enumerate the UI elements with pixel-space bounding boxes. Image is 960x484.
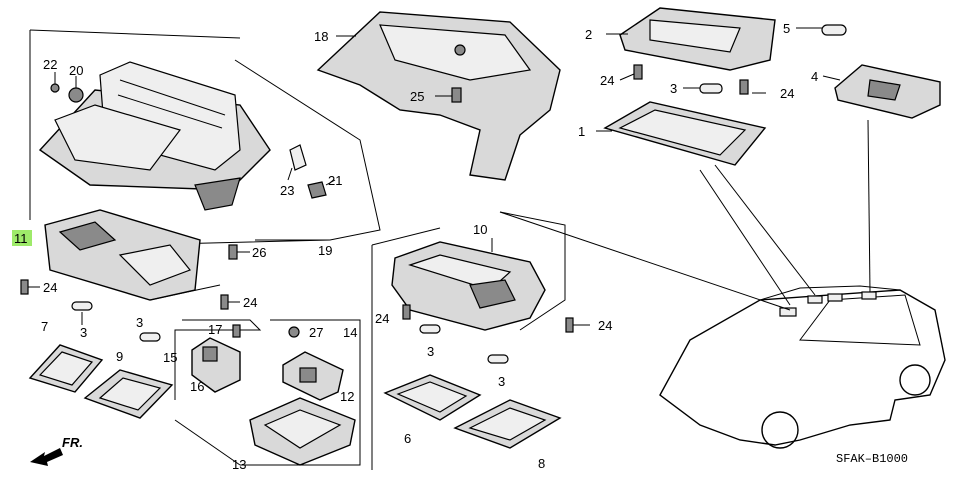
- callout-18: 18: [314, 29, 328, 44]
- lens-part-1: [603, 101, 767, 166]
- screw-part-24-left: [20, 279, 40, 295]
- bulb-part-3-b: [139, 332, 161, 342]
- socket-part-4: [834, 64, 941, 119]
- console-group-outline: [29, 29, 381, 246]
- switch-part-15: [191, 337, 241, 393]
- callout-6: 6: [404, 431, 411, 446]
- vehicle-location-illustration: [659, 285, 946, 449]
- clip-part-25: [435, 87, 462, 103]
- callout-10: 10: [473, 222, 487, 237]
- screw-part-24-d: [565, 317, 590, 333]
- callout-20: 20: [69, 63, 83, 78]
- callout-23: 23: [280, 183, 294, 198]
- console-housing-part: [38, 61, 271, 211]
- callout-27: 27: [309, 325, 323, 340]
- callout-3-e: 3: [670, 81, 677, 96]
- screw-part-24-middle: [220, 294, 240, 310]
- switch-part-12: [282, 351, 344, 401]
- clip-part-22: [50, 72, 60, 93]
- map-light-unit-part-11: [44, 209, 221, 301]
- console-unit-part-10: [391, 241, 546, 331]
- callout-15: 15: [163, 350, 177, 365]
- callout-3-b: 3: [136, 315, 143, 330]
- callout-22: 22: [43, 57, 57, 72]
- callout-4: 4: [811, 69, 818, 84]
- grommet-part-20: [68, 76, 84, 103]
- screw-part-24-c: [402, 304, 411, 320]
- diagram-reference-code: SFAK–B1000: [836, 452, 908, 466]
- lens-part-7: [28, 344, 104, 393]
- callout-7: 7: [41, 319, 48, 334]
- callout-24-left: 24: [43, 280, 57, 295]
- lens-frame-part-9: [83, 369, 174, 419]
- bulb-part-3-c: [419, 324, 441, 334]
- bulb-part-3-a: [71, 301, 93, 325]
- callout-24-middle: 24: [243, 295, 257, 310]
- clip-part-27: [288, 326, 300, 338]
- bracket-part-23: [287, 144, 307, 181]
- callout-3-c: 3: [427, 344, 434, 359]
- bulb-part-3-e: [699, 83, 723, 94]
- callout-3-a: 3: [80, 325, 87, 340]
- screw-part-24-f: [739, 79, 749, 95]
- callout-16: 16: [190, 379, 204, 394]
- leader-lines-to-vehicle: [499, 119, 871, 311]
- callout-8: 8: [538, 456, 545, 471]
- screw-part-26: [228, 244, 250, 260]
- callout-1: 1: [578, 124, 585, 139]
- spring-part-21: [307, 179, 336, 199]
- callout-leaders: [336, 27, 841, 252]
- callout-14: 14: [343, 325, 357, 340]
- callout-24-f: 24: [780, 86, 794, 101]
- group-10-outline: [371, 211, 566, 470]
- callout-21: 21: [328, 173, 342, 188]
- callout-24-d: 24: [598, 318, 612, 333]
- lens-frame-part-8: [453, 399, 562, 449]
- callout-19: 19: [318, 243, 332, 258]
- callout-26: 26: [252, 245, 266, 260]
- callout-3-d: 3: [498, 374, 505, 389]
- lens-part-6: [383, 374, 482, 421]
- callout-9: 9: [116, 349, 123, 364]
- callout-25: 25: [410, 89, 424, 104]
- housing-part-13: [249, 397, 356, 466]
- callout-labels: 18 2 5 22 20 24 3 24 4 25 1 23 21 10 11 …: [12, 21, 818, 472]
- base-part-2: [619, 7, 776, 71]
- callout-12: 12: [340, 389, 354, 404]
- knob-part-17: [232, 324, 241, 338]
- bulb-part-5: [821, 24, 847, 36]
- callout-24-e: 24: [600, 73, 614, 88]
- callout-24-c: 24: [375, 311, 389, 326]
- callout-17: 17: [208, 322, 222, 337]
- screw-part-24-e: [633, 64, 643, 80]
- callout-5: 5: [783, 21, 790, 36]
- front-direction-arrow: FR.: [30, 435, 83, 466]
- front-direction-label: FR.: [62, 435, 83, 450]
- bulb-part-3-d: [487, 354, 509, 364]
- callout-11: 11: [14, 231, 28, 246]
- callout-13: 13: [232, 457, 246, 472]
- callout-2: 2: [585, 27, 592, 42]
- highlighted-part-11: [12, 230, 32, 246]
